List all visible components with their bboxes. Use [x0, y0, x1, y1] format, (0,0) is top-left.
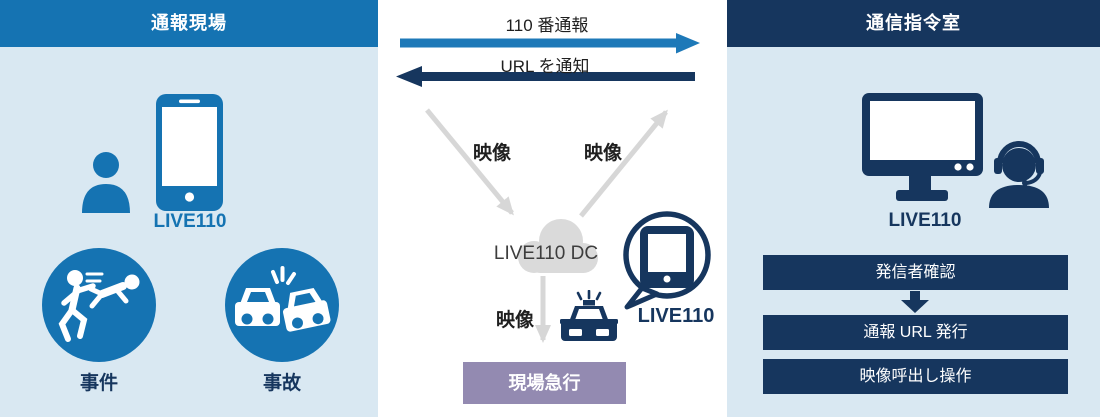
step-video-call: 映像呼出し操作 — [763, 359, 1068, 394]
step-caller-confirm: 発信者確認 — [763, 255, 1068, 290]
step-issue-url: 通報 URL 発行 — [763, 315, 1068, 350]
cloud-label: LIVE110 DC — [493, 243, 599, 264]
operator-headset-icon — [985, 128, 1053, 208]
url-arrow-label: URL を通知 — [500, 57, 590, 76]
accident-label: 事故 — [262, 373, 301, 394]
report-scene-header: 通報現場 — [0, 0, 378, 47]
call-arrow-label: 110 番通報 — [505, 16, 589, 35]
video-upload-label: 映像 — [472, 143, 511, 164]
monitor-icon — [862, 93, 984, 205]
smartphone-icon — [156, 94, 223, 211]
incident-assault-icon — [42, 248, 156, 362]
accident-car-crash-icon — [225, 248, 339, 362]
cloud-icon — [513, 215, 603, 279]
left-app-label: LIVE110 — [153, 211, 227, 232]
command-room-header: 通信指令室 — [727, 0, 1100, 47]
police-car-icon — [558, 290, 620, 348]
flow-arrows — [378, 0, 727, 417]
dispatch-box: 現場急行 — [463, 362, 626, 404]
video-down-label: 映像 — [495, 310, 534, 331]
speech-bubble-tablet-icon — [620, 208, 716, 310]
video-view-label: 映像 — [583, 143, 622, 164]
caller-person-icon — [80, 149, 132, 213]
flow-down-arrow-icon — [901, 291, 929, 313]
bubble-app-label: LIVE110 — [637, 305, 715, 327]
incident-label: 事件 — [79, 373, 118, 394]
right-app-label: LIVE110 — [888, 210, 962, 231]
command-room-panel: 通信指令室 — [727, 0, 1100, 417]
